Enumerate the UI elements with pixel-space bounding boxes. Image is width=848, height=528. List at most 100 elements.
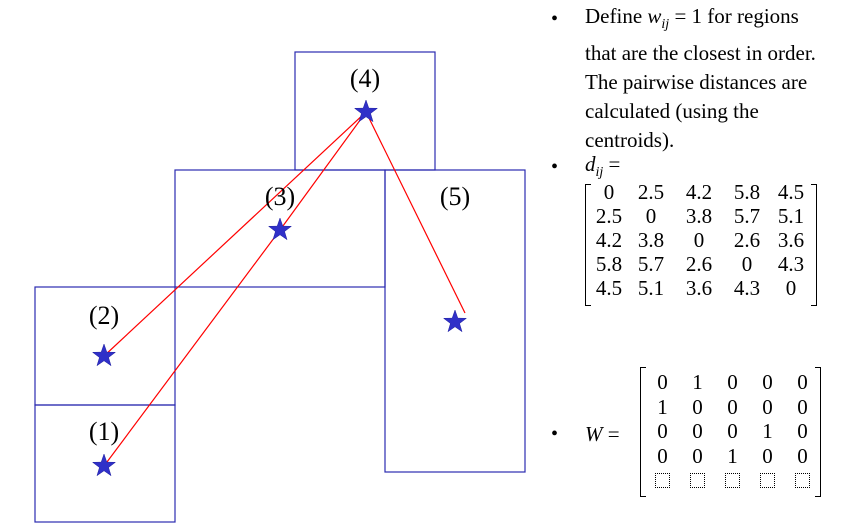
region-label-4: (4) (350, 64, 380, 93)
d-matrix-cell-4-2: 3.6 (685, 276, 713, 300)
bullet-2-eq: = (603, 152, 621, 176)
d-matrix-cell-1-1: 0 (645, 204, 657, 228)
d-matrix-cell-0-4: 4.5 (777, 180, 805, 204)
bullet-1-line-2: The pairwise distances are (585, 70, 808, 95)
region-label-5: (5) (440, 182, 470, 211)
d-matrix-cell-3-4: 4.3 (777, 252, 805, 276)
bullet-1-dot: • (551, 8, 559, 30)
d-matrix-cell-2-1: 3.8 (637, 228, 665, 252)
bullet-1-line-3: calculated (using the (585, 99, 759, 124)
d-symbol: d (585, 152, 596, 176)
d-subscript: ij (595, 165, 604, 181)
d-matrix-cell-1-2: 3.8 (685, 204, 713, 228)
centroid-star-4 (353, 99, 379, 123)
d-matrix-cell-0-2: 4.2 (685, 180, 713, 204)
W-matrix-cell-3-1: 0 (692, 443, 703, 468)
link-4-3 (279, 111, 367, 231)
d-matrix-cell-3-2: 2.6 (685, 252, 713, 276)
W-matrix-cell-3-4: 0 (797, 443, 808, 468)
d-matrix-cell-2-4: 3.6 (777, 228, 805, 252)
W-matrix-cell-1-4: 0 (797, 394, 808, 419)
W-matrix-left-bracket (640, 367, 646, 497)
d-matrix-cell-2-3: 2.6 (733, 228, 761, 252)
bullet-3-eq: = (602, 422, 620, 446)
link-3-1 (103, 229, 281, 467)
W-matrix-right-bracket (815, 367, 821, 497)
d-matrix-cell-1-4: 5.1 (777, 204, 805, 228)
d-matrix-cell-2-2: 0 (693, 228, 705, 252)
W-matrix-row-4 (645, 468, 820, 493)
W-matrix-placeholder-1 (690, 473, 705, 488)
region-1-box (34, 404, 176, 523)
centroid-star-2 (91, 343, 117, 367)
W-matrix-cell-0-4: 0 (797, 370, 808, 394)
W-matrix-cell-0-3: 0 (762, 370, 773, 394)
d-matrix-cell-0-3: 5.8 (733, 180, 761, 204)
bullet-3-text: W = (585, 420, 620, 449)
W-matrix-cell-2-2: 0 (727, 419, 738, 443)
W-matrix-cell-1-1: 0 (692, 394, 703, 419)
link-4-2 (103, 111, 367, 357)
W-matrix-cell-2-3: 1 (762, 419, 773, 443)
bullet-1-text: Define wij = 1 for regions that are the … (585, 2, 848, 155)
W-matrix-cell-3-0: 0 (657, 443, 668, 468)
bullet-2-dot: • (551, 156, 559, 178)
d-matrix-row-1: 2.5 0 3.8 5.7 5.1 (591, 204, 811, 229)
text-panel: • Define wij = 1 for regions that are th… (545, 0, 848, 528)
d-matrix-cell-3-3: 0 (741, 252, 753, 276)
W-matrix-cell-0-0: 0 (657, 370, 668, 394)
link-4-5 (365, 111, 466, 314)
d-matrix-cell-0-1: 2.5 (637, 180, 665, 204)
W-matrix-cell-3-3: 0 (762, 443, 773, 468)
W-matrix-cell-0-2: 0 (727, 370, 738, 394)
W-matrix-cell-1-0: 1 (657, 394, 668, 419)
bullet-1-eq: = 1 for regions (669, 4, 799, 28)
d-matrix-right-bracket (811, 184, 817, 306)
w-subscript: ij (661, 17, 670, 33)
W-matrix-placeholder-0 (655, 473, 670, 488)
d-matrix-cell-1-3: 5.7 (733, 204, 761, 228)
W-matrix-cell-1-3: 0 (762, 394, 773, 419)
d-matrix-cell-2-0: 4.2 (595, 228, 623, 252)
region-label-2: (2) (89, 301, 119, 330)
bullet-1-line-1: that are the closest in order. (585, 41, 816, 66)
d-matrix-cell-3-0: 5.8 (595, 252, 623, 276)
W-matrix-cell-2-4: 0 (797, 419, 808, 443)
W-matrix-placeholder-4 (795, 473, 810, 488)
W-matrix-cell-2-0: 0 (657, 419, 668, 443)
W-matrix-cell-0-1: 1 (692, 370, 703, 394)
d-matrix-cell-4-4: 0 (785, 276, 797, 300)
centroid-star-3 (267, 217, 293, 241)
W-symbol: W (585, 422, 603, 446)
d-matrix-cell-1-0: 2.5 (595, 204, 623, 228)
d-matrix-cell-4-0: 4.5 (595, 276, 623, 300)
d-matrix-row-2: 4.2 3.8 0 2.6 3.6 (591, 228, 811, 253)
bullet-1-line-4: centroids). (585, 128, 675, 153)
W-matrix-cell-1-2: 0 (727, 394, 738, 419)
bullet-1-line-0: Define wij = 1 for regions (585, 2, 848, 39)
region-5-box (384, 169, 526, 473)
W-matrix-cell-2-1: 0 (692, 419, 703, 443)
centroid-star-1 (91, 453, 117, 477)
d-matrix-cell-4-3: 4.3 (733, 276, 761, 300)
d-matrix-cell-4-1: 5.1 (637, 276, 665, 300)
d-matrix-cell-3-1: 5.7 (637, 252, 665, 276)
w-symbol: w (647, 4, 662, 28)
W-matrix-cell-3-2: 1 (727, 443, 738, 468)
W-matrix-placeholder-2 (725, 473, 740, 488)
bullet-1-prefix: Define (585, 4, 648, 28)
d-matrix-left-bracket (585, 184, 591, 306)
bullet-3-dot: • (551, 423, 559, 445)
W-matrix-placeholder-3 (760, 473, 775, 488)
region-diagram: (4) (3) (5) (2) (1) (34, 51, 526, 523)
d-matrix-row-4: 4.5 5.1 3.6 4.3 0 (591, 276, 811, 301)
region-label-3: (3) (265, 182, 295, 211)
region-label-1: (1) (89, 417, 119, 446)
d-matrix-row-3: 5.8 5.7 2.6 0 4.3 (591, 252, 811, 277)
centroid-star-5 (442, 309, 468, 333)
